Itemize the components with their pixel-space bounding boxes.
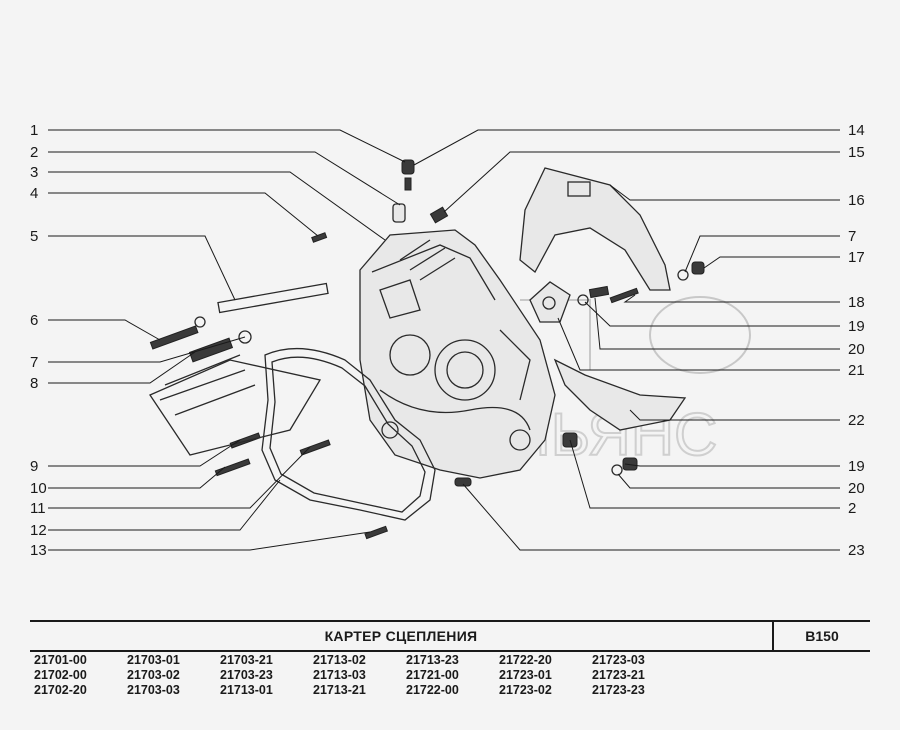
model-number: 21713-23 bbox=[406, 653, 459, 667]
model-number: 21713-21 bbox=[313, 683, 366, 697]
leader-lines-left bbox=[48, 129, 406, 551]
model-number: 21703-21 bbox=[220, 653, 273, 667]
model-number: 21703-03 bbox=[127, 683, 180, 697]
callout-left: 9 bbox=[30, 458, 38, 475]
model-column: 21713-23 21721-00 21722-00 bbox=[406, 653, 499, 698]
model-number: 21701-00 bbox=[34, 653, 87, 667]
callout-left: 11 bbox=[30, 500, 46, 517]
diagram-title: КАРТЕР СЦЕПЛЕНИЯ bbox=[30, 622, 774, 650]
callout-right: 14 bbox=[848, 122, 865, 139]
model-number: 21702-00 bbox=[34, 668, 87, 682]
model-column: 21713-02 21713-03 21713-21 bbox=[313, 653, 406, 698]
model-column: 21703-01 21703-02 21703-03 bbox=[127, 653, 220, 698]
model-column: 21701-00 21702-00 21702-20 bbox=[34, 653, 127, 698]
model-number: 21721-00 bbox=[406, 668, 459, 682]
model-number: 21703-01 bbox=[127, 653, 180, 667]
model-column: 21723-03 21723-21 21723-23 bbox=[592, 653, 685, 698]
callout-left: 10 bbox=[30, 480, 47, 497]
callout-left: 12 bbox=[30, 522, 47, 539]
model-number: 21723-01 bbox=[499, 668, 552, 682]
callout-left: 1 bbox=[30, 122, 38, 139]
model-number: 21723-23 bbox=[592, 683, 645, 697]
exploded-parts-diagram: АЛЬЯНС bbox=[30, 122, 865, 559]
callout-left: 5 bbox=[30, 228, 38, 245]
callout-left: 4 bbox=[30, 185, 38, 202]
callout-left: 3 bbox=[30, 164, 38, 181]
callout-right: 15 bbox=[848, 144, 865, 161]
callout-right: 23 bbox=[848, 542, 865, 559]
callout-right: 20 bbox=[848, 341, 865, 358]
gasket bbox=[261, 347, 436, 521]
flange bbox=[529, 281, 571, 323]
callout-right: 22 bbox=[848, 412, 865, 429]
model-number: 21703-02 bbox=[127, 668, 180, 682]
callout-left: 8 bbox=[30, 375, 38, 392]
callout-left: 13 bbox=[30, 542, 47, 559]
model-number: 21703-23 bbox=[220, 668, 273, 682]
callout-right: 20 bbox=[848, 480, 865, 497]
callout-right: 21 bbox=[848, 362, 865, 379]
callout-right: 7 bbox=[848, 228, 856, 245]
model-number: 21713-03 bbox=[313, 668, 366, 682]
model-number: 21722-20 bbox=[499, 653, 552, 667]
model-column: 21703-21 21703-23 21713-01 bbox=[220, 653, 313, 698]
title-block: КАРТЕР СЦЕПЛЕНИЯ B150 bbox=[30, 620, 870, 652]
clutch-housing bbox=[359, 229, 556, 479]
model-number: 21723-03 bbox=[592, 653, 645, 667]
model-number: 21713-02 bbox=[313, 653, 366, 667]
callout-left: 7 bbox=[30, 354, 38, 371]
callout-left: 6 bbox=[30, 312, 38, 329]
model-number: 21702-20 bbox=[34, 683, 87, 697]
callout-right: 2 bbox=[848, 500, 856, 517]
model-list: 21701-00 21702-00 21702-20 21703-01 2170… bbox=[34, 653, 874, 698]
leader-lines-right bbox=[413, 129, 840, 551]
callout-right: 18 bbox=[848, 294, 865, 311]
callout-right: 16 bbox=[848, 192, 865, 209]
diagram-code: B150 bbox=[805, 628, 839, 644]
callout-left: 2 bbox=[30, 144, 38, 161]
model-number: 21723-02 bbox=[499, 683, 552, 697]
cover-plate bbox=[519, 167, 671, 291]
callout-right: 19 bbox=[848, 318, 865, 335]
callout-right: 19 bbox=[848, 458, 865, 475]
model-number: 21722-00 bbox=[406, 683, 459, 697]
model-column: 21722-20 21723-01 21723-02 bbox=[499, 653, 592, 698]
callout-right: 17 bbox=[848, 249, 865, 266]
model-number: 21713-01 bbox=[220, 683, 273, 697]
model-number: 21723-21 bbox=[592, 668, 645, 682]
